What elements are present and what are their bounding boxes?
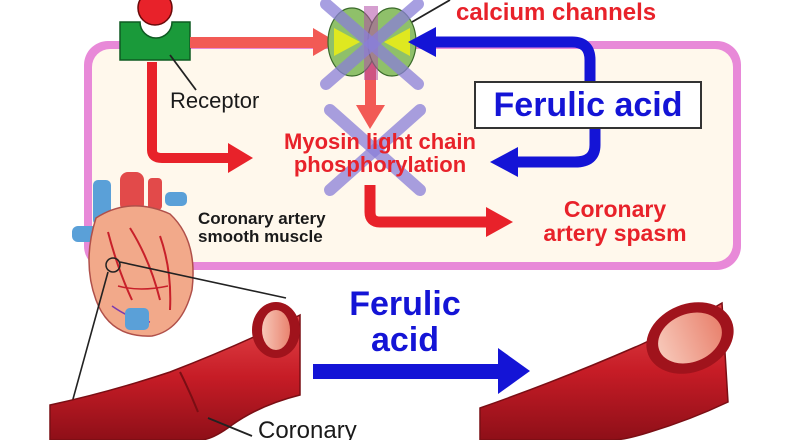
smooth-label-line2: smooth muscle <box>198 226 323 246</box>
arrow-myosin-to-spasm <box>364 185 513 237</box>
inhibition-cross-myosin <box>324 104 426 196</box>
channel-leader-line <box>411 0 451 23</box>
ferulic-acid-box-label: Ferulic acid <box>474 81 702 129</box>
myosin-label-line2: phosphorylation <box>293 152 467 178</box>
receptor-leader-line <box>169 54 197 91</box>
receptor-label: Receptor <box>170 88 260 113</box>
calcium-channels-label: calcium channels <box>456 0 657 26</box>
arrow-channel-to-myosin <box>356 48 385 129</box>
smooth-label-line1: Coronary artery <box>198 209 326 228</box>
ferulic-big-line2: acid <box>370 320 440 359</box>
coronary-leader-line <box>207 417 253 437</box>
spasm-label-line2: artery spasm <box>543 220 687 247</box>
coronary-bottom-label: Coronary <box>258 417 357 440</box>
arrow-ferulic-to-channel <box>408 27 596 81</box>
spasm-label-line1: Coronary <box>563 196 667 222</box>
arrow-ferulic-big <box>313 348 530 394</box>
ferulic-big-line1: Ferulic <box>349 285 461 323</box>
inhibition-cross-channel <box>320 0 424 90</box>
healthy-artery-illustration <box>479 301 734 440</box>
ferulic-acid-big-label: Ferulic acid <box>330 285 480 359</box>
receptor-icon <box>119 0 191 61</box>
myosin-phosphorylation-label: Myosin light chain phosphorylation <box>250 130 510 176</box>
arrow-ferulic-to-myosin <box>490 129 601 177</box>
smooth-muscle-label: Coronary artery smooth muscle <box>198 210 326 246</box>
arrow-receptor-to-myosin <box>147 62 253 173</box>
zoom-line-to-artery-end <box>119 261 287 299</box>
arrow-receptor-to-channel <box>190 28 337 56</box>
zoom-line-to-artery <box>69 271 109 411</box>
coronary-spasm-label: Coronary artery spasm <box>520 197 710 245</box>
myosin-label-line1: Myosin light chain <box>284 129 476 154</box>
spasm-artery-illustration <box>49 302 301 440</box>
heart-illustration <box>72 172 194 337</box>
